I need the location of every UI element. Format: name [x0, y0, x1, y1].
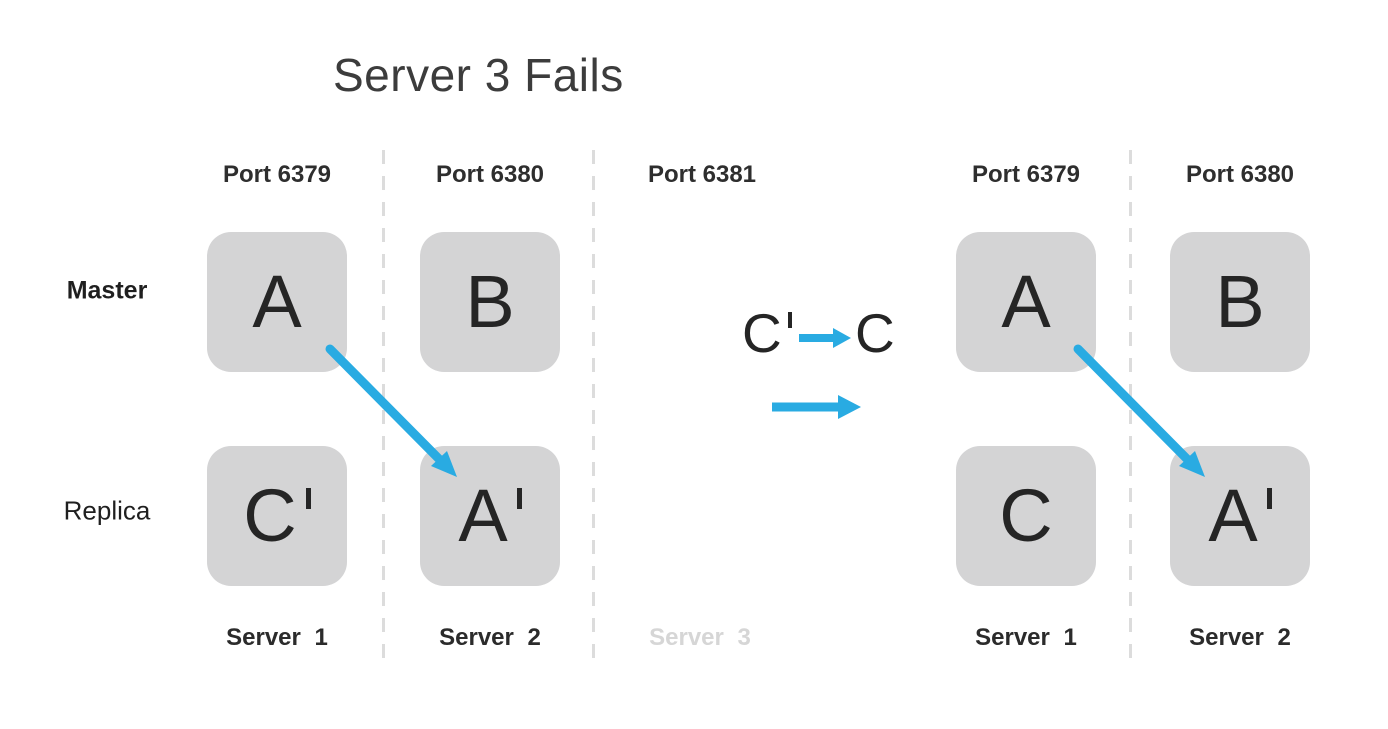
node-letter: A: [252, 260, 302, 343]
port-label-left-6381: Port 6381: [647, 161, 757, 188]
node-letter: B: [465, 260, 515, 343]
prime-mark: [1266, 487, 1272, 509]
promotion-arrow-icon: [799, 328, 851, 348]
server-label-right-1: Server 1: [975, 624, 1077, 651]
node-letter: C: [999, 474, 1053, 557]
node-box-right-replica-c: C: [956, 446, 1096, 586]
prime-mark: [516, 487, 522, 509]
prime-mark: [787, 311, 792, 328]
node-box-right-replica-a-prime: A: [1170, 446, 1310, 586]
node-letter: B: [1215, 260, 1265, 343]
port-label-left-6379: Port 6379: [222, 161, 332, 188]
column-divider-left-1: [382, 150, 385, 670]
node-box-right-master-a: A: [956, 232, 1096, 372]
node-letter: A: [458, 474, 508, 557]
annotation-from-letter: C: [742, 302, 782, 364]
page-title: Server 3 Fails: [333, 49, 624, 101]
node-box-left-master-b: B: [420, 232, 560, 372]
annotation-to: C: [855, 306, 895, 361]
server-label-left-1: Server 1: [226, 624, 328, 651]
node-box-left-master-a: A: [207, 232, 347, 372]
annotation-to-letter: C: [855, 302, 895, 364]
transition-arrow-icon: [772, 395, 861, 419]
server-label-left-3-failed: Server 3: [649, 624, 751, 651]
port-label-right-6379: Port 6379: [971, 161, 1081, 188]
node-box-left-replica-a-prime: A: [420, 446, 560, 586]
node-letter: C: [243, 474, 297, 557]
annotation-from: C: [742, 306, 792, 361]
row-label-master: Master: [66, 276, 148, 305]
port-label-left-6380: Port 6380: [435, 161, 545, 188]
node-letter: A: [1208, 474, 1258, 557]
server-label-right-2: Server 2: [1189, 624, 1291, 651]
server-label-left-2: Server 2: [439, 624, 541, 651]
node-box-right-master-b: B: [1170, 232, 1310, 372]
row-label-replica: Replica: [63, 495, 151, 526]
port-label-right-6380: Port 6380: [1185, 161, 1295, 188]
node-box-left-replica-c-prime: C: [207, 446, 347, 586]
column-divider-left-2: [592, 150, 595, 670]
node-letter: A: [1001, 260, 1051, 343]
prime-mark: [305, 487, 311, 509]
column-divider-right-1: [1129, 150, 1132, 670]
